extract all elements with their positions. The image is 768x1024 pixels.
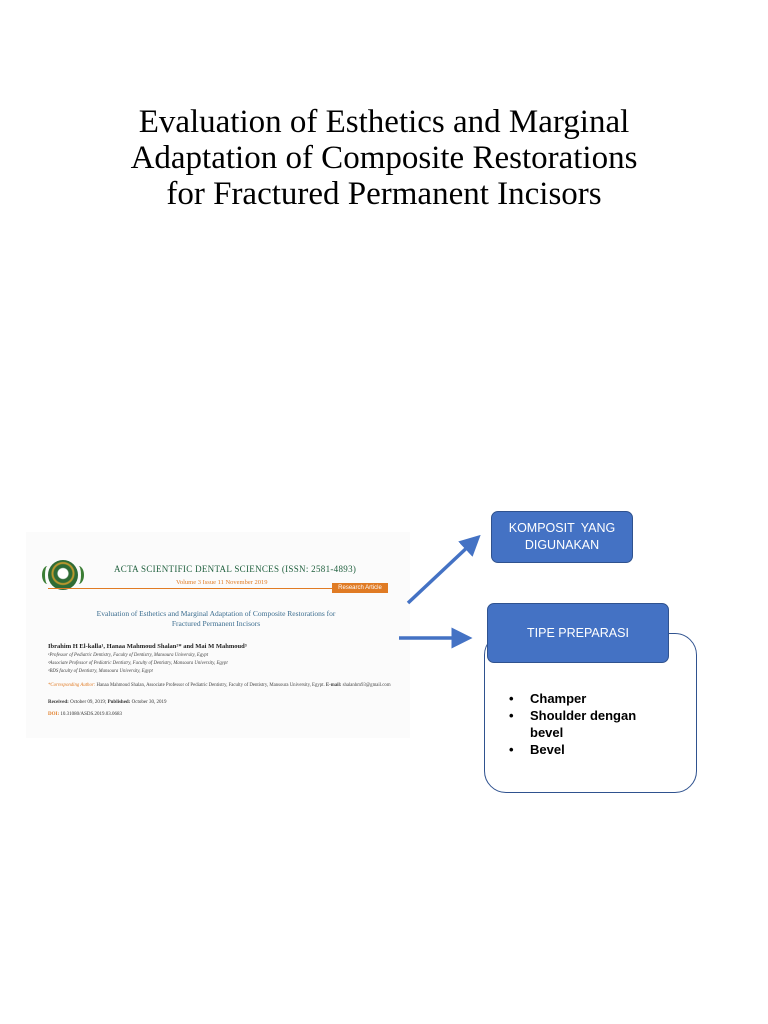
affiliation: ¹Professor of Pediatric Dentistry, Facul… bbox=[48, 653, 209, 658]
list-item-text: Shoulder dengan bevel bbox=[530, 708, 637, 740]
list-item: Shoulder dengan bevel bbox=[509, 707, 642, 741]
arrow-to-komposit bbox=[406, 534, 481, 605]
slide-title-line: Evaluation of Esthetics and Marginal bbox=[138, 104, 630, 140]
article-screenshot: ACTA SCIENTIFIC DENTAL SCIENCES (ISSN: 2… bbox=[26, 532, 410, 738]
slide-title-line: for Fractured Permanent Incisors bbox=[166, 176, 602, 212]
list-item: Bevel bbox=[509, 741, 642, 758]
komposit-box: KOMPOSIT YANG DIGUNAKAN bbox=[491, 511, 633, 563]
article-dates: Received: October 09, 2019; Published: O… bbox=[48, 700, 166, 705]
journal-name: ACTA SCIENTIFIC DENTAL SCIENCES (ISSN: 2… bbox=[114, 564, 357, 574]
email-label: E-mail: bbox=[324, 683, 342, 688]
article-authors: Ibrahim H El-kalla¹, Hanaa Mahmoud Shala… bbox=[48, 643, 247, 650]
research-article-badge: Research Article bbox=[332, 583, 388, 593]
komposit-line: KOMPOSIT YANG bbox=[508, 521, 616, 535]
article-title-line: Fractured Permanent Incisors bbox=[171, 619, 261, 628]
email-address: shalanhm93@gmail.com bbox=[341, 683, 391, 688]
affiliation: ³BDS faculty of Dentistry, Mansoura Univ… bbox=[48, 669, 153, 674]
article-title: Evaluation of Esthetics and Marginal Ada… bbox=[66, 609, 366, 629]
corresponding-label: *Corresponding Author: bbox=[48, 683, 96, 688]
list-item-text: Bevel bbox=[530, 742, 565, 757]
slide-title: Evaluation of Esthetics and Marginal Ada… bbox=[60, 104, 708, 212]
corresponding-author: *Corresponding Author: Hanaa Mahmoud Sha… bbox=[48, 682, 398, 689]
header-divider bbox=[48, 588, 388, 589]
received-date: October 09, 2019; bbox=[68, 700, 108, 705]
preparation-list: Champer Shoulder dengan bevel Bevel bbox=[509, 690, 642, 758]
affiliation: ²Associate Professor of Pediatric Dentis… bbox=[48, 661, 228, 666]
corresponding-text: Hanaa Mahmoud Shalan, Associate Professo… bbox=[95, 683, 325, 688]
slide-title-line: Adaptation of Composite Restorations bbox=[130, 140, 638, 176]
list-item: Champer bbox=[509, 690, 642, 707]
list-item-text: Champer bbox=[530, 691, 587, 706]
received-label: Received: bbox=[48, 700, 69, 705]
article-title-line: Evaluation of Esthetics and Marginal Ada… bbox=[96, 609, 336, 618]
doi-label: DOI: bbox=[48, 712, 60, 717]
volume-issue: Volume 3 Issue 11 November 2019 bbox=[176, 579, 268, 586]
tipe-preparasi-box: TIPE PREPARASI bbox=[487, 603, 669, 663]
published-date: October 30, 2019 bbox=[130, 700, 167, 705]
article-doi: DOI: 10.31080/ASDS.2019.03.0683 bbox=[48, 712, 122, 717]
published-label: Published: bbox=[107, 700, 131, 705]
komposit-line: DIGUNAKAN bbox=[524, 538, 600, 552]
doi-value: 10.31080/ASDS.2019.03.0683 bbox=[59, 712, 123, 717]
journal-seal-logo bbox=[42, 560, 84, 590]
